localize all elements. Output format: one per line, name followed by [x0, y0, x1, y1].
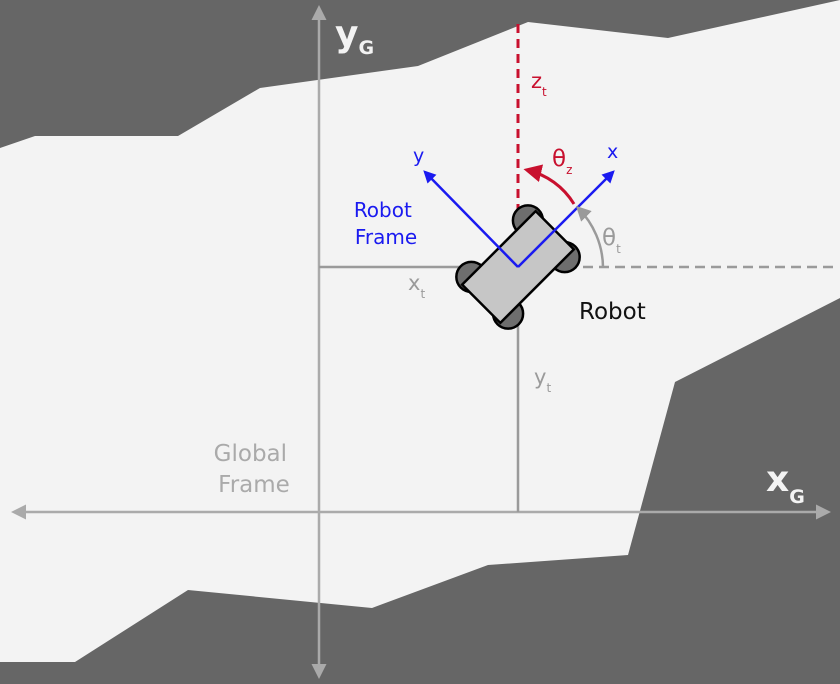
robot-x-axis-label: x	[607, 141, 618, 163]
y-t-label: yt	[534, 365, 551, 395]
robot-y-axis-label: y	[413, 145, 424, 167]
global-y-axis-label: yG	[335, 14, 374, 59]
free-space-region	[0, 0, 840, 662]
robot-frame-label: Robot Frame	[354, 198, 418, 249]
theta-t-arc	[575, 205, 605, 268]
theta-z-arc	[523, 164, 576, 205]
x-t-label: xt	[408, 271, 425, 301]
robot-icon	[455, 204, 581, 330]
robot-label: Robot	[579, 299, 646, 325]
robot-x-axis	[517, 170, 615, 268]
global-frame-label: Global Frame	[214, 441, 295, 498]
robot-y-axis	[423, 170, 519, 268]
theta-t-label: θt	[602, 225, 621, 256]
theta-z-label: θz	[552, 146, 572, 177]
global-x-axis-label: xG	[766, 459, 805, 508]
z-t-label: zt	[531, 69, 547, 99]
